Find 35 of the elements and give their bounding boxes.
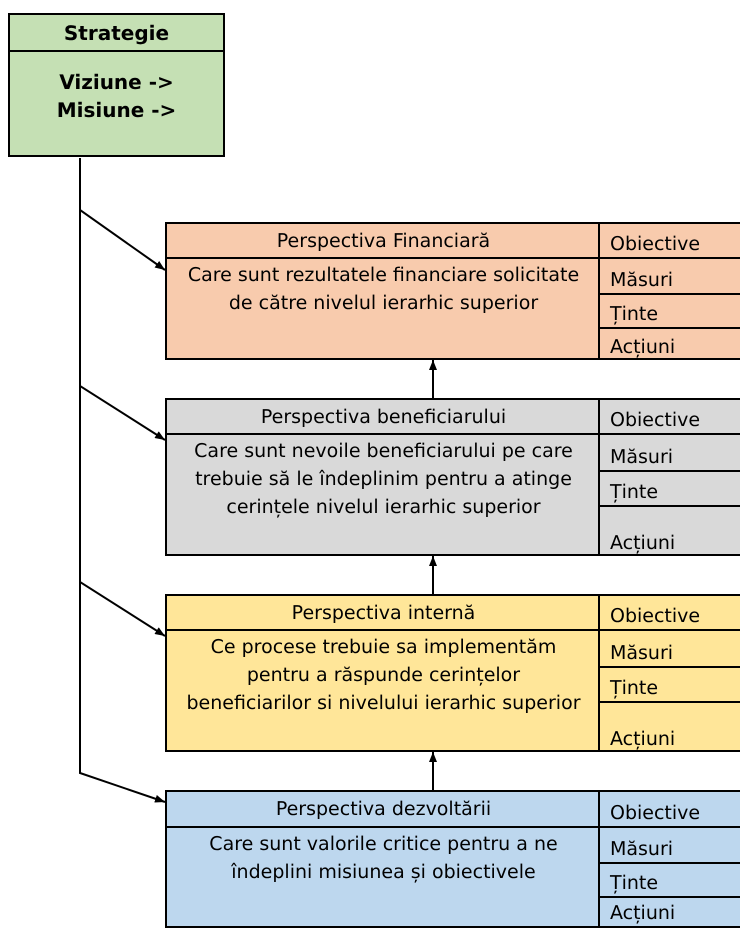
box-text: Misiune -> bbox=[56, 98, 178, 122]
table-cell: Măsuri bbox=[598, 629, 740, 666]
arrow bbox=[429, 556, 437, 594]
box-heading: Strategie bbox=[64, 20, 170, 44]
table-cell: Acțiuni bbox=[598, 701, 740, 752]
perspective-heading: Perspectiva beneficiarului bbox=[260, 406, 506, 428]
perspective-heading: Perspectiva internă bbox=[292, 602, 476, 624]
perspective-description: Care sunt valorile critice pentru a ne îndeplini misiunea și obiectivele bbox=[208, 832, 559, 885]
arrow bbox=[429, 752, 437, 790]
perspective-box bbox=[165, 594, 740, 752]
perspective-box bbox=[165, 398, 740, 556]
table-cell: Acțiuni bbox=[598, 896, 740, 926]
table-cell: Măsuri bbox=[598, 433, 740, 470]
table-cell: Obiective bbox=[598, 594, 740, 629]
perspective-description: Ce procese trebuie sa implementăm pentru a răspunde cerințelor beneficiarilor si nivelului ierarhic superior bbox=[185, 635, 582, 716]
perspective-description: Care sunt nevoile beneficiarului pe care trebuie să le îndeplinim pentru a atinge cerințele nivelul ierarhic superior bbox=[193, 439, 574, 520]
perspective-description: Care sunt rezultatele financiare solicitate de către nivelul ierarhic superior bbox=[186, 263, 580, 316]
table-cell: Ținte bbox=[598, 470, 740, 505]
table-cell: Ținte bbox=[598, 293, 740, 327]
table-cell: Măsuri bbox=[598, 257, 740, 293]
perspective-heading: Perspectiva Financiară bbox=[276, 230, 490, 252]
table-cell: Obiective bbox=[598, 222, 740, 257]
table-cell: Ținte bbox=[598, 862, 740, 896]
table-cell: Măsuri bbox=[598, 826, 740, 862]
table-cell: Obiective bbox=[598, 398, 740, 433]
table-cell: Obiective bbox=[598, 790, 740, 826]
strategy-box bbox=[8, 13, 225, 157]
perspective-box bbox=[165, 790, 740, 928]
table-cell: Ținte bbox=[598, 666, 740, 701]
box-text: Viziune -> bbox=[58, 70, 175, 94]
perspective-box bbox=[165, 222, 740, 360]
perspective-heading: Perspectiva dezvoltării bbox=[276, 798, 492, 820]
table-cell: Acțiuni bbox=[598, 327, 740, 360]
arrow bbox=[429, 360, 437, 398]
table-cell: Acțiuni bbox=[598, 505, 740, 556]
